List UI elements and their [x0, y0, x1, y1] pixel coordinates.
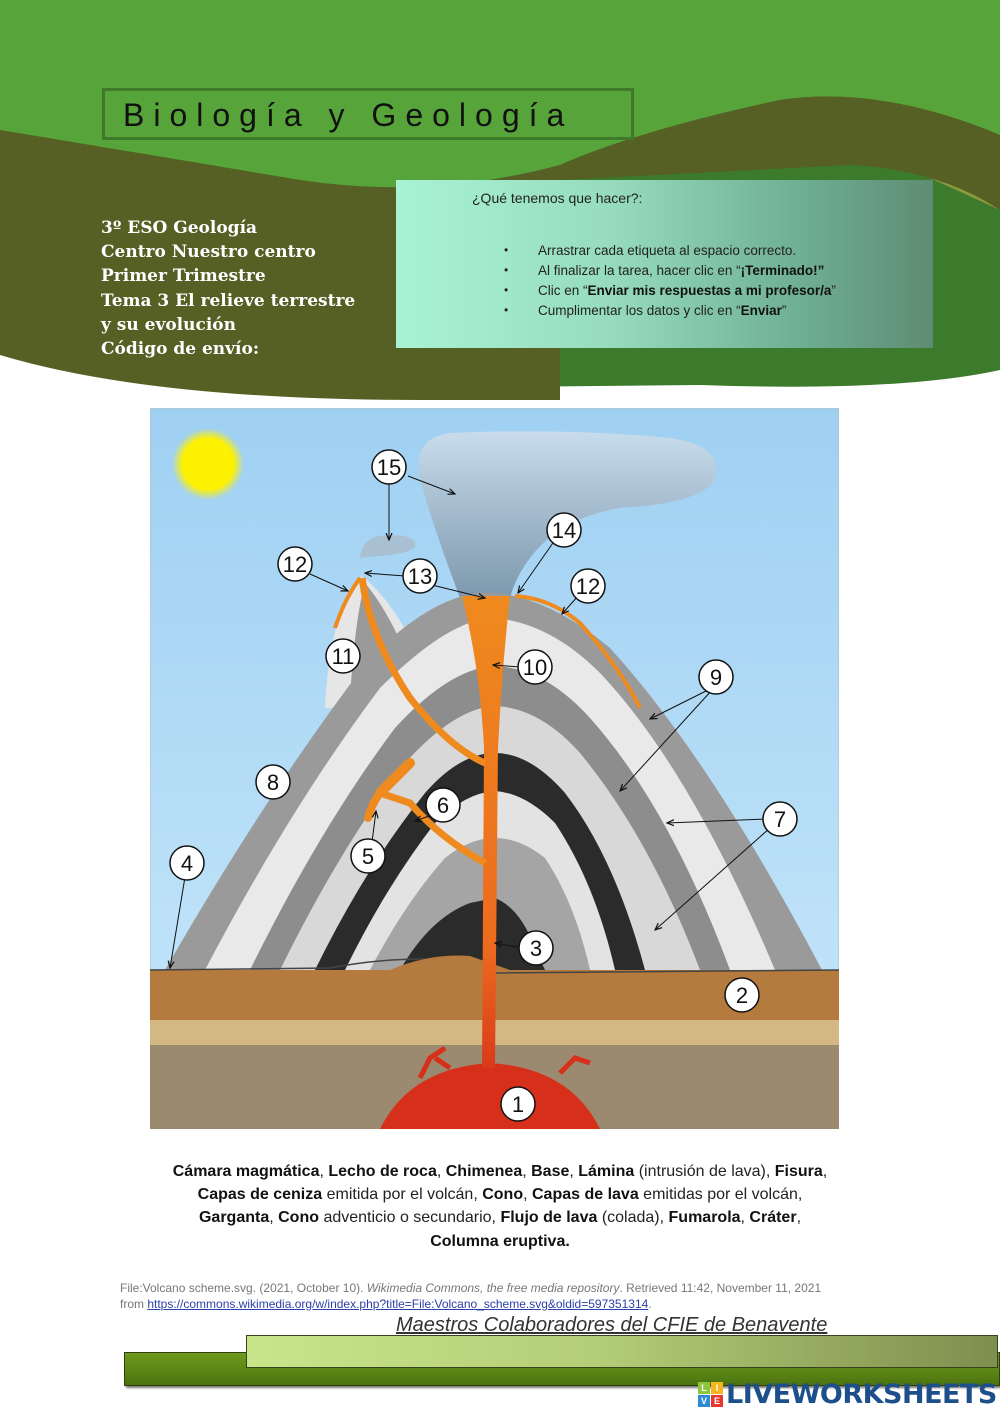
page-title-box: Biología y Geología [102, 88, 634, 140]
svg-text:12: 12 [283, 552, 307, 577]
instruction-item: • Al finalizar la tarea, hacer clic en “… [504, 263, 825, 278]
svg-text:7: 7 [774, 807, 786, 832]
word-bank-line-3: Garganta, Cono adventicio o secundario, … [198, 1209, 802, 1227]
bullet-icon: • [504, 283, 509, 297]
word-bank-line-4: Columna eruptiva. [430, 1232, 570, 1250]
course-info: 3º ESO Geología Centro Nuestro centro Pr… [101, 216, 391, 361]
course-level: 3º ESO Geología [101, 218, 258, 238]
submission-code-label: Código de envío: [101, 339, 260, 360]
label-7[interactable]: 7 [762, 801, 798, 837]
diagram-labels: 1 2 3 4 5 6 7 8 9 10 11 12 12 13 14 15 [169, 449, 798, 1122]
label-2[interactable]: 2 [724, 977, 760, 1013]
label-12a[interactable]: 12 [277, 546, 313, 582]
label-4[interactable]: 4 [169, 845, 205, 881]
bullet-icon: • [504, 243, 509, 257]
svg-text:2: 2 [736, 983, 748, 1008]
instruction-item: • Cumplimentar los datos y clic en “Envi… [504, 303, 787, 318]
svg-text:10: 10 [523, 655, 547, 680]
course-term: Primer Trimestre [101, 266, 266, 287]
footer-bar-light [246, 1335, 998, 1368]
svg-text:1: 1 [512, 1092, 524, 1117]
svg-text:6: 6 [437, 793, 449, 818]
course-topic-cont: y su evolución [101, 314, 237, 335]
course-center: Centro Nuestro centro [101, 242, 316, 263]
liveworksheets-logo[interactable]: L I V E LIVEWORKSHEETS [698, 1378, 997, 1410]
page-title: Biología y Geología [123, 97, 574, 133]
label-14[interactable]: 14 [546, 512, 582, 548]
live-cubes-icon: L I V E [698, 1381, 723, 1407]
svg-text:8: 8 [267, 770, 279, 795]
word-bank-line-1: Cámara magmática, Lecho de roca, Chimene… [172, 1163, 828, 1180]
citation-link[interactable]: https://commons.wikimedia.org/w/index.ph… [147, 1296, 649, 1311]
instruction-item: • Clic en “Enviar mis respuestas a mi pr… [504, 283, 836, 298]
course-topic: Tema 3 El relieve terrestre [101, 290, 356, 311]
svg-text:3: 3 [530, 936, 542, 961]
svg-text:5: 5 [362, 844, 374, 869]
label-10[interactable]: 10 [517, 649, 553, 685]
label-6[interactable]: 6 [425, 787, 461, 823]
svg-text:13: 13 [408, 564, 432, 589]
sun-icon [172, 428, 244, 500]
instructions-panel: ¿Qué tenemos que hacer?: • Arrastrar cad… [396, 180, 933, 348]
label-11[interactable]: 11 [325, 638, 361, 674]
image-citation: File:Volcano scheme.svg. (2021, October … [120, 1281, 822, 1311]
label-9[interactable]: 9 [698, 659, 734, 695]
label-13[interactable]: 13 [402, 558, 438, 594]
liveworksheets-brand: LIVEWORKSHEETS [726, 1378, 997, 1410]
instruction-item: • Arrastrar cada etiqueta al espacio cor… [504, 243, 797, 258]
label-12b[interactable]: 12 [570, 568, 606, 604]
svg-text:4: 4 [181, 851, 193, 876]
bullet-icon: • [504, 263, 509, 277]
svg-text:12: 12 [576, 574, 600, 599]
word-bank: Cámara magmática, Lecho de roca, Chimene… [110, 1160, 890, 1253]
svg-text:9: 9 [710, 665, 722, 690]
svg-text:11: 11 [332, 644, 355, 669]
volcano-diagram: 1 2 3 4 5 6 7 8 9 10 11 12 12 13 14 15 [150, 408, 839, 1129]
label-8[interactable]: 8 [255, 764, 291, 800]
label-15[interactable]: 15 [371, 449, 407, 485]
label-1[interactable]: 1 [500, 1086, 536, 1122]
svg-text:15: 15 [377, 455, 401, 480]
instructions-heading: ¿Qué tenemos que hacer?: [472, 190, 643, 206]
svg-text:14: 14 [552, 518, 576, 543]
label-3[interactable]: 3 [518, 930, 554, 966]
instructions-list: • Arrastrar cada etiqueta al espacio cor… [504, 242, 904, 322]
bullet-icon: • [504, 303, 509, 317]
label-5[interactable]: 5 [350, 838, 386, 874]
word-bank-line-2: Capas de ceniza emitida por el volcán, C… [197, 1186, 803, 1204]
footer-credit: Maestros Colaboradores del CFIE de Benav… [396, 1314, 828, 1336]
